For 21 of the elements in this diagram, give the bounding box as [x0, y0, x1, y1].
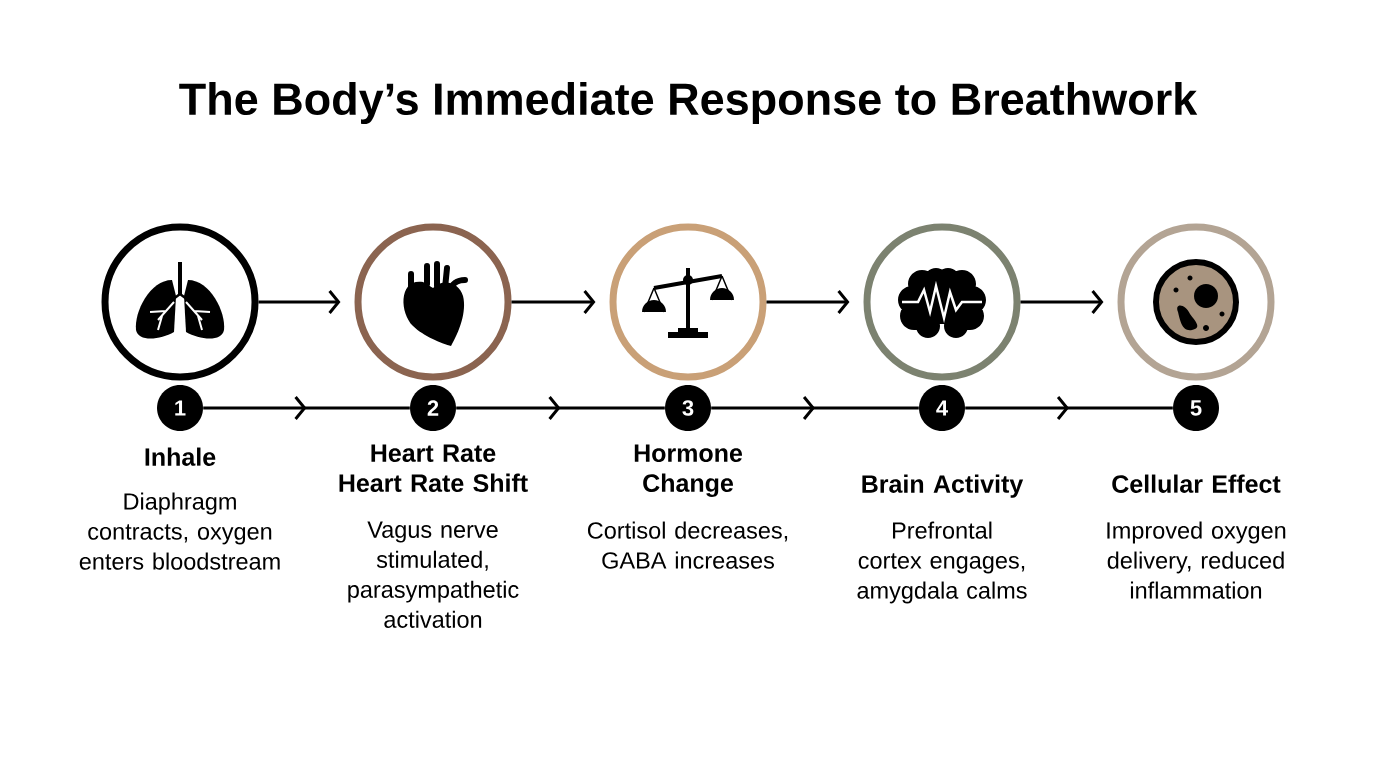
step-title: Inhale — [145, 447, 216, 466]
step-number: 5 — [1173, 385, 1219, 431]
step-description: Prefrontal cortex engages, amygdala calms — [857, 521, 1027, 604]
title: The Body’s Immediate Response to Breathwork — [179, 82, 1198, 124]
step-number: 3 — [665, 385, 711, 431]
step-title: Heart Rate Heart Rate Shift — [339, 444, 528, 492]
step-number: 2 — [410, 385, 456, 431]
step-title: Cellular Effect — [1112, 474, 1281, 493]
arrow — [1020, 290, 1104, 314]
arrow — [258, 290, 341, 314]
step-title: Hormone Change — [634, 444, 742, 498]
step-description: Vagus nerve stimulated, parasympathetic activation — [348, 521, 519, 628]
step-description: Improved oxygen delivery, reduced inflammation — [1107, 521, 1286, 599]
step-number: 4 — [919, 385, 965, 431]
arrow — [766, 290, 850, 314]
step-number: 1 — [157, 385, 203, 431]
step-ring — [609, 223, 767, 381]
step-description: Diaphragm contracts, oxygen enters bloodstream — [79, 492, 280, 570]
step-title: Brain Activity — [862, 474, 1024, 498]
arrow — [511, 290, 596, 314]
step-description: Cortisol decreases, GABA increases — [588, 521, 788, 569]
